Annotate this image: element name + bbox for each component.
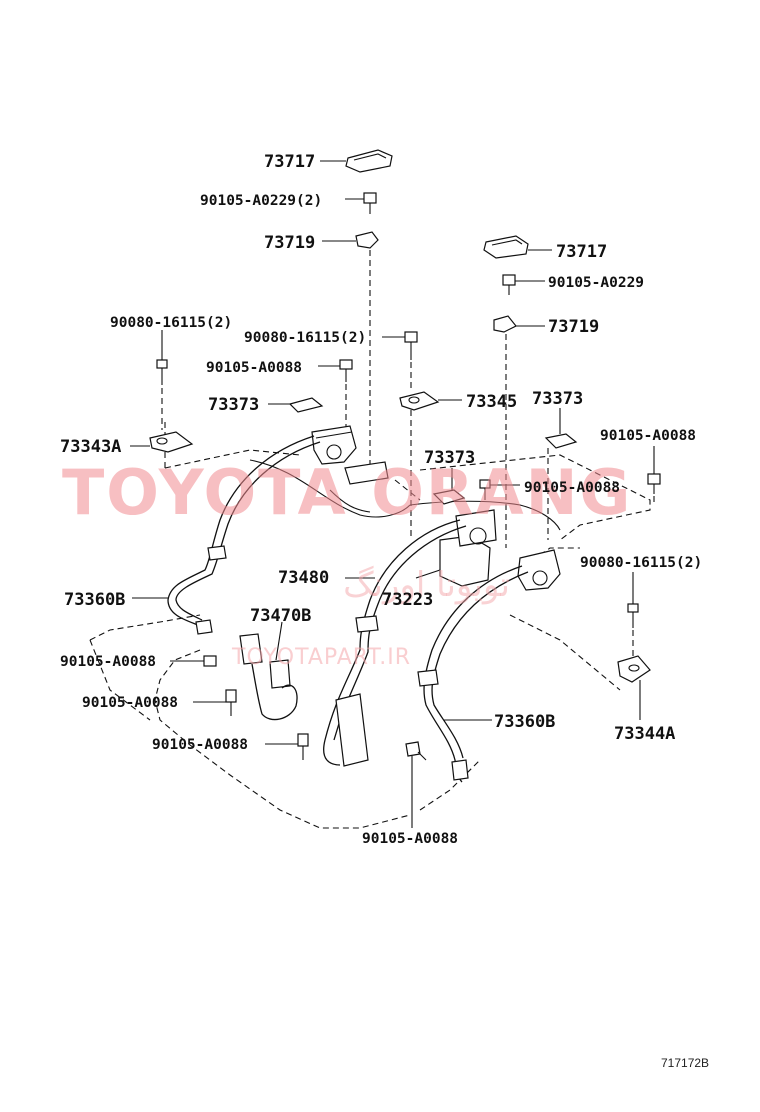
part-73344A-anchor-plate bbox=[617, 655, 651, 720]
part-73719-right-bracket bbox=[493, 315, 545, 333]
callout-90080-16115-2-mid: 90080-16115(2) bbox=[244, 330, 366, 346]
callout-73360B-left: 73360B bbox=[64, 590, 125, 610]
callout-73373-right: 73373 bbox=[532, 389, 583, 409]
callout-73480: 73480 bbox=[278, 568, 329, 588]
callout-90105-A0088-l1: 90105-A0088 bbox=[60, 654, 156, 670]
part-90105-A0229-bolt-right bbox=[502, 274, 545, 295]
part-73719-top-bracket bbox=[322, 231, 379, 249]
callout-90105-A0088-bottom: 90105-A0088 bbox=[362, 831, 458, 847]
callout-73343A: 73343A bbox=[60, 437, 121, 457]
part-73480-center-belt bbox=[323, 519, 467, 767]
callout-90080-16115-2-left: 90080-16115(2) bbox=[110, 315, 232, 331]
part-73373-right-guide bbox=[544, 408, 578, 449]
callout-90105-A0229: 90105-A0229 bbox=[548, 275, 644, 291]
part-90105-A0088-bolt-l2 bbox=[193, 689, 237, 716]
callout-73223: 73223 bbox=[382, 590, 433, 610]
part-90105-A0088-bolt-l1 bbox=[170, 655, 217, 667]
figure-number: 717172B bbox=[661, 1056, 709, 1070]
callout-73470B: 73470B bbox=[250, 606, 311, 626]
callout-73345: 73345 bbox=[466, 392, 517, 412]
callout-73373-mid: 73373 bbox=[424, 448, 475, 468]
watermark-persian: تویوتا اورنگ bbox=[343, 565, 510, 605]
callout-90105-A0088-right: 90105-A0088 bbox=[600, 428, 696, 444]
watermark-url: TOYOTAPART.IR bbox=[231, 645, 411, 670]
part-73717-top-cover bbox=[320, 149, 393, 173]
left-retractor bbox=[311, 425, 357, 465]
part-90105-A0088-bolt-top bbox=[318, 359, 353, 382]
callout-73717-top: 73717 bbox=[264, 152, 315, 172]
part-90105-A0088-bolt-mid bbox=[479, 479, 520, 500]
part-90105-A0088-bolt-bottom bbox=[405, 741, 427, 828]
part-90080-16115-bolt-mid bbox=[382, 331, 418, 360]
part-73345-anchor-plate bbox=[399, 391, 462, 411]
callout-73360B-right: 73360B bbox=[494, 712, 555, 732]
right-retractor bbox=[517, 549, 561, 591]
part-73223-center-retractor bbox=[415, 509, 497, 587]
callout-73717-right: 73717 bbox=[556, 242, 607, 262]
part-73717-right-cover bbox=[483, 235, 552, 259]
callout-73373-left: 73373 bbox=[208, 395, 259, 415]
callout-90105-A0229-2: 90105-A0229(2) bbox=[200, 193, 322, 209]
seat-cushion-outline bbox=[249, 459, 561, 531]
callout-90105-A0088-l2: 90105-A0088 bbox=[82, 695, 178, 711]
part-90080-16115-bolt-right bbox=[627, 572, 639, 628]
callout-90105-A0088-mid: 90105-A0088 bbox=[524, 480, 620, 496]
part-90080-16115-bolt-left bbox=[156, 330, 168, 385]
part-73360B-left-belt bbox=[132, 435, 321, 635]
callout-90105-A0088-top: 90105-A0088 bbox=[206, 360, 302, 376]
part-73360B-right-belt bbox=[417, 565, 529, 783]
callout-73719-top: 73719 bbox=[264, 233, 315, 253]
callout-73344A: 73344A bbox=[614, 724, 675, 744]
retractor-mount-plate bbox=[344, 461, 389, 485]
callout-90105-A0088-l3: 90105-A0088 bbox=[152, 737, 248, 753]
watermark-brand: TOYOTA ORANG bbox=[62, 456, 632, 529]
part-73343A-anchor-plate bbox=[130, 431, 194, 453]
part-73470B-buckle bbox=[239, 621, 298, 721]
callout-73719-right: 73719 bbox=[548, 317, 599, 337]
part-90105-A0088-bolt-l3 bbox=[265, 733, 309, 760]
part-90105-A0088-bolt-right bbox=[647, 446, 661, 494]
callout-90080-16115-2-right: 90080-16115(2) bbox=[580, 555, 702, 571]
part-90105-A0229-bolt-top bbox=[345, 192, 377, 214]
part-73373-mid-guide bbox=[432, 468, 466, 505]
part-73373-left-guide bbox=[268, 397, 324, 413]
